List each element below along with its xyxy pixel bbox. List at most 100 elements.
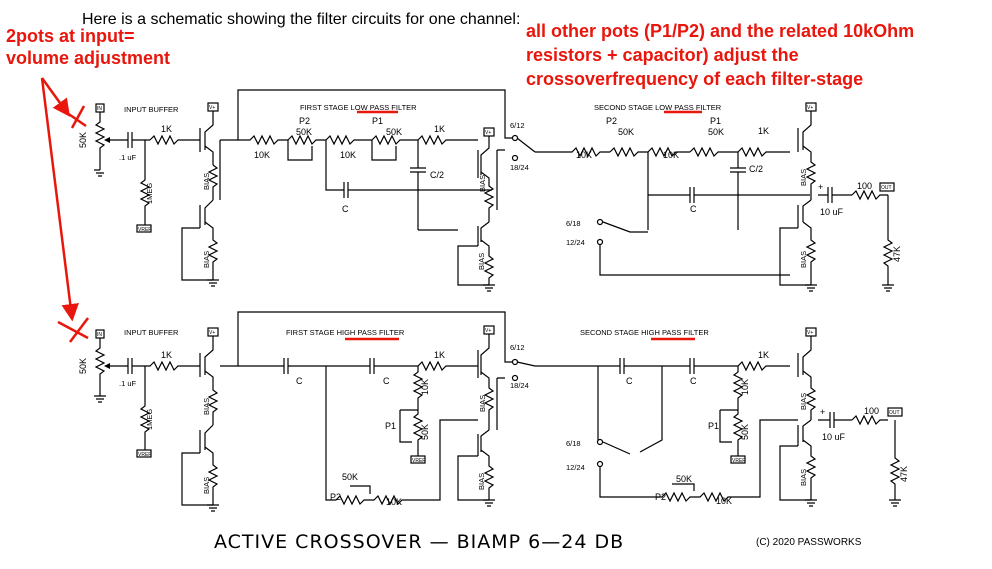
resistor-10k-icon (412, 366, 424, 410)
svg-text:+: + (820, 407, 825, 417)
ground-icon (94, 169, 104, 177)
svg-text:V+: V+ (209, 105, 215, 111)
svg-text:1K: 1K (434, 124, 445, 134)
svg-text:.1 uF: .1 uF (119, 153, 137, 162)
svg-text:6/18: 6/18 (566, 219, 581, 228)
svg-text:V+: V+ (485, 328, 491, 334)
svg-text:1MEG: 1MEG (145, 409, 154, 430)
svg-text:1K: 1K (758, 126, 769, 136)
header-text: Here is a schematic showing the filter c… (82, 11, 520, 28)
svg-text:1K: 1K (758, 350, 769, 360)
switch-contact-icon (511, 374, 519, 382)
svg-text:100: 100 (857, 181, 872, 191)
arrow-bottom-marker (57, 317, 89, 343)
svg-text:6/12: 6/12 (510, 121, 525, 130)
svg-text:50K: 50K (78, 358, 88, 374)
vref-icon (136, 224, 152, 233)
arrow-to-bottom-pot (40, 77, 79, 322)
svg-text:10K: 10K (340, 150, 356, 160)
svg-text:10K: 10K (576, 150, 592, 160)
stage1-label: FIRST STAGE LOW PASS FILTER (300, 103, 417, 112)
resistor-1meg-icon (139, 366, 151, 450)
input-pot-icon (94, 112, 106, 170)
svg-text:BIAS: BIAS (202, 398, 211, 415)
output-jack-icon (879, 182, 895, 192)
cap-c-icon (325, 140, 492, 198)
transistor-icon (199, 336, 219, 425)
svg-text:BIAS: BIAS (202, 477, 211, 494)
svg-text:P2: P2 (655, 492, 666, 502)
arrow-to-top-pot (40, 77, 71, 117)
ground-icon (805, 499, 817, 507)
coupling-cap-icon (127, 132, 133, 148)
output-cap-icon (818, 187, 852, 203)
arrow-top-marker (59, 105, 87, 129)
output-jack-icon (887, 407, 903, 417)
svg-text:VREF: VREF (138, 452, 151, 458)
output-shunt-icon (882, 195, 894, 285)
switch-contact-icon (596, 238, 604, 246)
ground-icon (882, 284, 894, 292)
resistor-1k-icon (417, 134, 478, 146)
svg-text:P2: P2 (299, 116, 310, 126)
resistor-10k-icon (647, 146, 690, 158)
svg-text:V+: V+ (807, 105, 813, 111)
svg-text:C: C (296, 376, 303, 386)
svg-text:OUT: OUT (881, 185, 892, 191)
svg-text:VREF: VREF (138, 227, 151, 233)
input-pot-icon (94, 338, 106, 396)
svg-text:BIAS: BIAS (477, 253, 486, 270)
svg-text:C/2: C/2 (430, 170, 444, 180)
svg-text:50K: 50K (676, 474, 692, 484)
resistor-1k-icon (132, 360, 200, 372)
svg-text:10K: 10K (386, 497, 402, 507)
pot-p2-icon (609, 146, 648, 158)
svg-text:50K: 50K (296, 127, 312, 137)
svg-text:10K: 10K (716, 496, 732, 506)
svg-text:50K: 50K (78, 132, 88, 148)
svg-text:BIAS: BIAS (799, 469, 808, 486)
svg-text:47K: 47K (899, 466, 909, 482)
svg-text:BIAS: BIAS (477, 473, 486, 490)
pot-p1-icon (412, 410, 424, 456)
svg-text:12/24: 12/24 (566, 238, 585, 247)
svg-text:C/2: C/2 (749, 164, 763, 174)
resistor-10k-icon (560, 146, 610, 158)
top-channel-lowpass: INPUT BUFFER FIRST STAGE LOW PASS FILTER… (78, 89, 902, 292)
svg-text:P1: P1 (385, 421, 396, 431)
schematic-title: ACTIVE CROSSOVER — BIAMP 6—24 DB (214, 531, 624, 553)
svg-text:50K: 50K (740, 424, 750, 440)
svg-text:V+: V+ (209, 330, 215, 336)
stage2-label: SECOND STAGE HIGH PASS FILTER (580, 328, 709, 337)
svg-text:V+: V+ (807, 330, 813, 336)
output-resistor-icon (851, 414, 888, 426)
svg-text:C: C (626, 376, 633, 386)
svg-text:6/12: 6/12 (510, 343, 525, 352)
svg-text:1K: 1K (161, 124, 172, 134)
svg-text:50K: 50K (618, 127, 634, 137)
annotation-pots-line2: resistors + capacitor) adjust the (526, 45, 799, 65)
switch-contact-icon (511, 154, 519, 162)
stage2-label: SECOND STAGE LOW PASS FILTER (594, 103, 722, 112)
svg-text:1MEG: 1MEG (145, 183, 154, 204)
coupling-cap-icon (127, 358, 133, 374)
svg-text:12/24: 12/24 (566, 463, 585, 472)
ground-icon (805, 284, 817, 292)
svg-text:C: C (690, 376, 697, 386)
svg-text:1K: 1K (434, 350, 445, 360)
hp-caps-chain (560, 358, 790, 374)
svg-text:P2: P2 (330, 492, 341, 502)
pot-p2-icon (287, 134, 326, 146)
svg-text:100: 100 (864, 406, 879, 416)
stage1-label: FIRST STAGE HIGH PASS FILTER (286, 328, 405, 337)
svg-text:BIAS: BIAS (478, 175, 487, 192)
svg-text:10K: 10K (740, 379, 750, 395)
vref-icon (136, 449, 152, 458)
svg-text:BIAS: BIAS (478, 395, 487, 412)
svg-text:10K: 10K (663, 150, 679, 160)
resistor-10k-icon (325, 134, 372, 146)
selector-switch-icon (599, 221, 790, 276)
svg-text:BIAS: BIAS (202, 173, 211, 190)
input-buffer-label: INPUT BUFFER (124, 105, 179, 114)
